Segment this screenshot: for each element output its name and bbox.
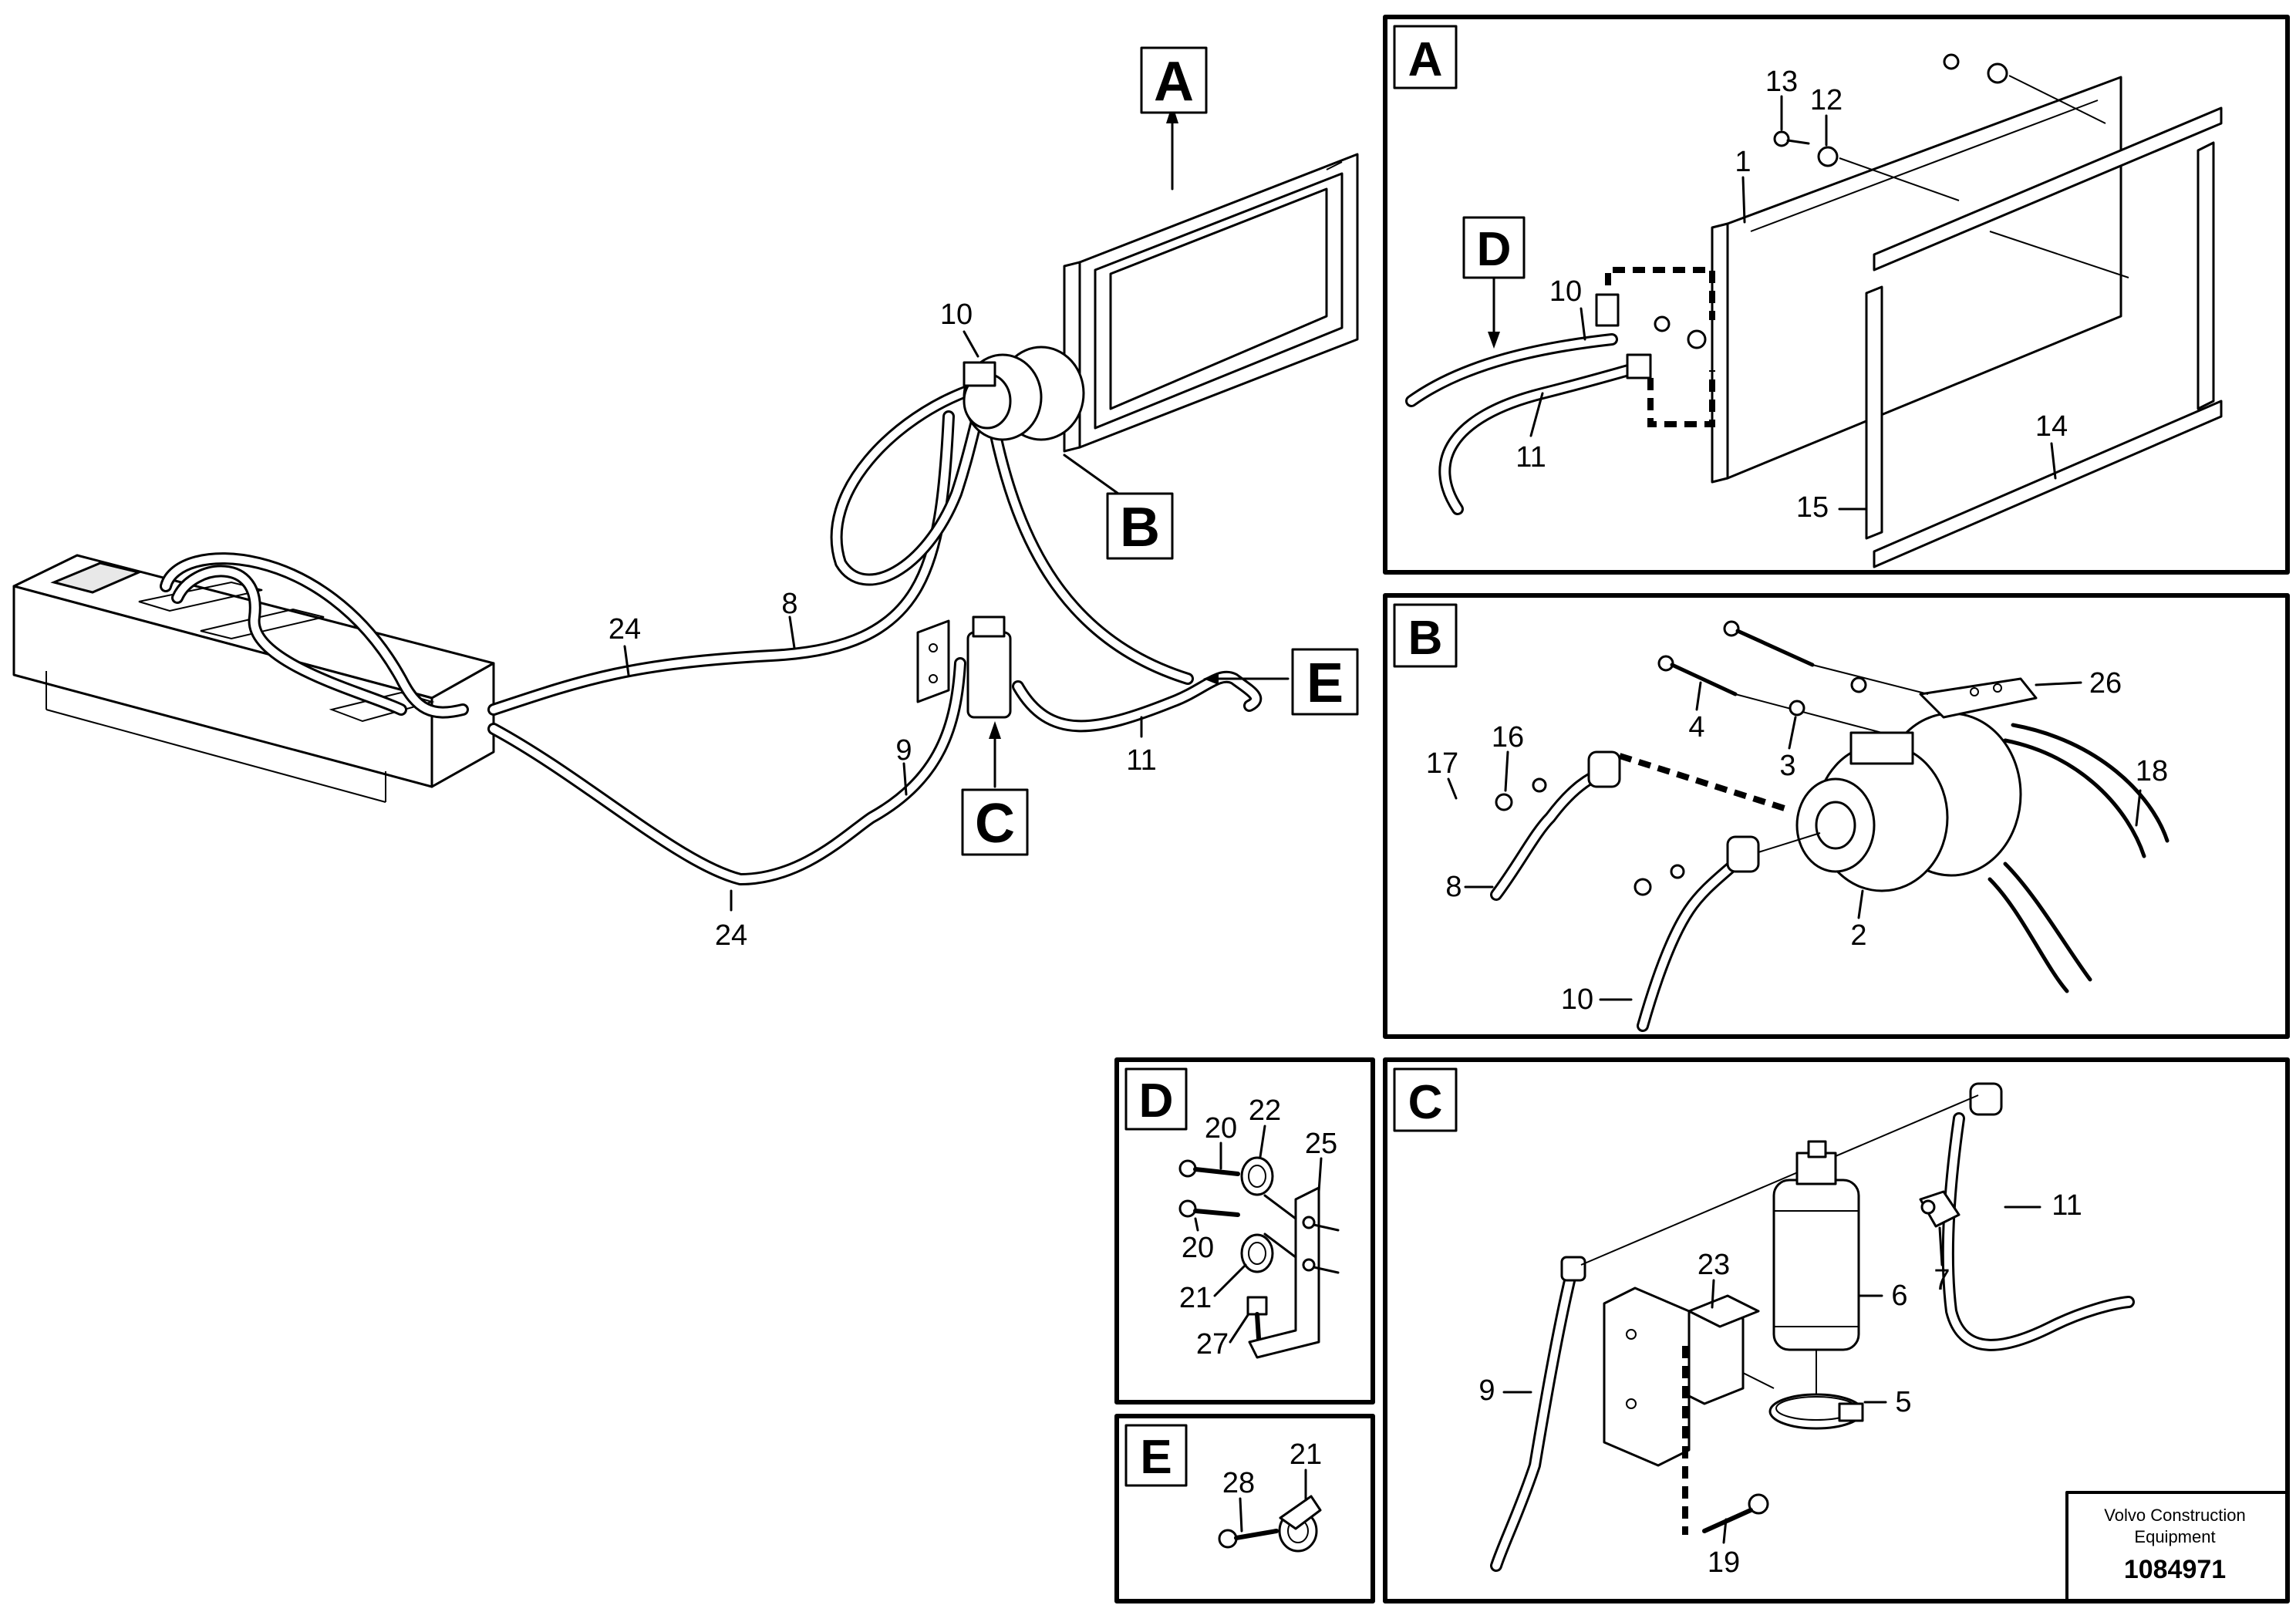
detail-b-26: 26 (2089, 667, 2122, 700)
callout-main-8: 8 (781, 588, 797, 620)
detail-e-panel: E 21 28 (1114, 1414, 1375, 1603)
callout-main-A: A (1154, 51, 1194, 113)
detail-d-20-bottom: 20 (1182, 1232, 1214, 1264)
detail-b-3: 3 (1779, 750, 1795, 782)
main-letter-boxes: A B C E (961, 46, 1359, 856)
detail-d-panel: D 20 22 25 20 21 27 (1114, 1057, 1375, 1404)
callout-main-9: 9 (895, 734, 912, 767)
detail-b-2: 2 (1850, 919, 1866, 952)
detail-a-1: 1 (1735, 146, 1751, 178)
detail-a-14: 14 (2035, 410, 2068, 443)
callout-main-10: 10 (940, 298, 973, 331)
detail-c-23: 23 (1698, 1249, 1730, 1281)
detail-a-15: 15 (1796, 491, 1829, 524)
detail-b-10: 10 (1561, 983, 1593, 1016)
detail-a-title: A (1408, 33, 1443, 86)
detail-d-22: 22 (1249, 1094, 1281, 1127)
detail-d-27: 27 (1196, 1328, 1229, 1361)
title-block: Volvo Construction Equipment 1084971 (2065, 1491, 2289, 1603)
detail-b-18: 18 (2136, 755, 2168, 787)
callout-main-11: 11 (1126, 744, 1156, 777)
main-condenser (1063, 153, 1359, 453)
detail-d-20-top: 20 (1205, 1112, 1237, 1145)
detail-a-13: 13 (1765, 66, 1798, 98)
detail-c-6: 6 (1891, 1280, 1907, 1312)
detail-c-7: 7 (1934, 1264, 1950, 1297)
detail-b-panel: B 26 (1383, 593, 2290, 1039)
detail-a-10: 10 (1549, 275, 1582, 308)
company-name-line-1: Volvo Construction (2104, 1506, 2245, 1525)
detail-b-4: 4 (1688, 711, 1704, 744)
detail-a-12: 12 (1810, 84, 1843, 116)
detail-a-panel: A D 13 12 (1383, 15, 2290, 575)
detail-b-17: 17 (1426, 747, 1458, 780)
main-assembly-view: A B C E 10 8 24 24 9 11 (12, 46, 1359, 952)
detail-e-21: 21 (1290, 1438, 1322, 1471)
detail-c-panel: C 11 23 (1383, 1057, 2290, 1603)
detail-d-21: 21 (1179, 1282, 1212, 1314)
callout-main-24-top: 24 (609, 613, 641, 646)
detail-c-title: C (1408, 1076, 1443, 1129)
detail-c-5: 5 (1895, 1386, 1911, 1418)
main-receiver-drier (916, 615, 1012, 719)
detail-d-title: D (1139, 1074, 1174, 1128)
detail-a-sub-d: D (1477, 223, 1512, 276)
callout-main-E: E (1306, 653, 1344, 714)
company-name-line-2: Equipment (2134, 1527, 2215, 1546)
main-compressor (963, 346, 1085, 441)
detail-c-11: 11 (2052, 1189, 2082, 1222)
callout-main-24-bottom: 24 (715, 919, 747, 952)
detail-d-25: 25 (1305, 1128, 1337, 1160)
main-hoses (160, 379, 1263, 885)
detail-c-9: 9 (1478, 1374, 1495, 1407)
detail-a-11: 11 (1515, 441, 1546, 474)
callout-main-C: C (975, 793, 1015, 855)
document-number: 1084971 (2124, 1555, 2226, 1584)
detail-b-8: 8 (1445, 871, 1462, 903)
detail-b-title: B (1408, 612, 1443, 665)
detail-b-16: 16 (1492, 721, 1524, 754)
detail-c-19: 19 (1708, 1546, 1740, 1579)
callout-main-B: B (1120, 497, 1160, 558)
detail-e-title: E (1140, 1431, 1172, 1484)
main-numbers: 10 8 24 24 9 11 (609, 298, 1157, 952)
detail-e-28: 28 (1222, 1467, 1255, 1499)
